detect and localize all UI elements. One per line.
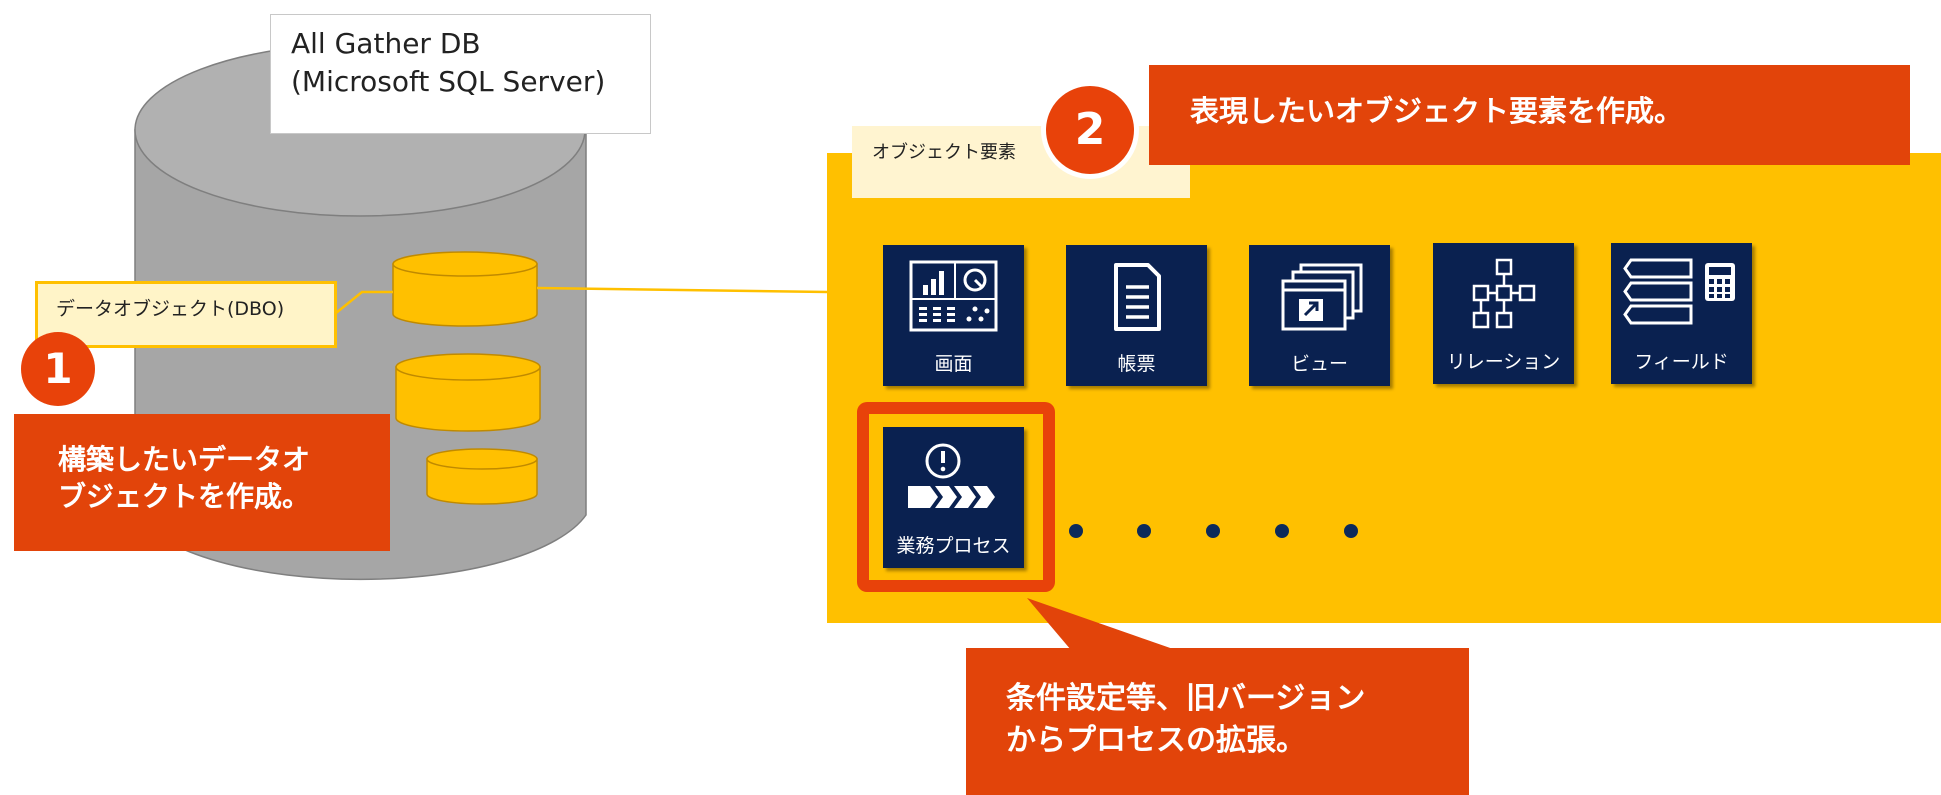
process-highlight-frame bbox=[857, 402, 1055, 592]
tile-label: リレーション bbox=[1446, 351, 1561, 373]
dbo-disk-1 bbox=[392, 251, 538, 327]
dbo-disk-2 bbox=[395, 353, 541, 432]
database-subtitle: (Microsoft SQL Server) bbox=[291, 65, 606, 98]
database-title: All Gather DB bbox=[291, 27, 481, 60]
dbo-disk-3 bbox=[426, 448, 538, 505]
step1-number-badge: 1 bbox=[21, 332, 95, 406]
process-icon bbox=[908, 443, 995, 508]
object-panel-label: オブジェクト要素 bbox=[852, 126, 1190, 198]
ellipsis-dot bbox=[1344, 524, 1358, 538]
document-icon bbox=[1114, 263, 1161, 331]
tile-view[interactable]: ビュー bbox=[1249, 245, 1390, 386]
step2-number-badge: 2 bbox=[1041, 81, 1139, 179]
bottom-callout-line1: 条件設定等、旧バージョン bbox=[1006, 681, 1366, 716]
tile-field[interactable]: フィールド bbox=[1611, 243, 1752, 384]
tile-label: 帳票 bbox=[1117, 353, 1156, 375]
step1-callout-line1: 構築したいデータオ bbox=[58, 443, 311, 476]
relation-icon bbox=[1472, 258, 1536, 329]
tile-business-process[interactable]: 業務プロセス bbox=[883, 427, 1024, 568]
step2-callout: 表現したいオブジェクト要素を作成。 bbox=[1149, 65, 1910, 165]
ellipsis-dot bbox=[1137, 524, 1151, 538]
ellipsis-dot bbox=[1275, 524, 1289, 538]
ellipsis-dot bbox=[1069, 524, 1083, 538]
database-title-box: All Gather DB (Microsoft SQL Server) bbox=[270, 14, 651, 134]
step1-callout: 構築したいデータオ ブジェクトを作成。 bbox=[14, 414, 390, 551]
tile-label: 画面 bbox=[934, 353, 973, 375]
connector-line bbox=[536, 286, 829, 294]
ellipsis-dot bbox=[1206, 524, 1220, 538]
tile-screen[interactable]: 画面 bbox=[883, 245, 1024, 386]
step1-callout-line2: ブジェクトを作成。 bbox=[58, 480, 311, 513]
dbo-leader-line bbox=[335, 290, 393, 314]
windows-view-icon bbox=[1281, 263, 1363, 331]
tile-label: フィールド bbox=[1634, 351, 1729, 373]
field-icon bbox=[1623, 258, 1735, 325]
tile-report[interactable]: 帳票 bbox=[1066, 245, 1207, 386]
tile-label: ビュー bbox=[1290, 353, 1348, 375]
tile-relation[interactable]: リレーション bbox=[1433, 243, 1574, 384]
tile-label: 業務プロセス bbox=[896, 535, 1011, 557]
bottom-callout: 条件設定等、旧バージョン からプロセスの拡張。 bbox=[966, 648, 1469, 795]
dashboard-icon bbox=[909, 260, 998, 332]
bottom-callout-line2: からプロセスの拡張。 bbox=[1006, 723, 1306, 758]
dbo-label: データオブジェクト(DBO) bbox=[35, 281, 337, 348]
